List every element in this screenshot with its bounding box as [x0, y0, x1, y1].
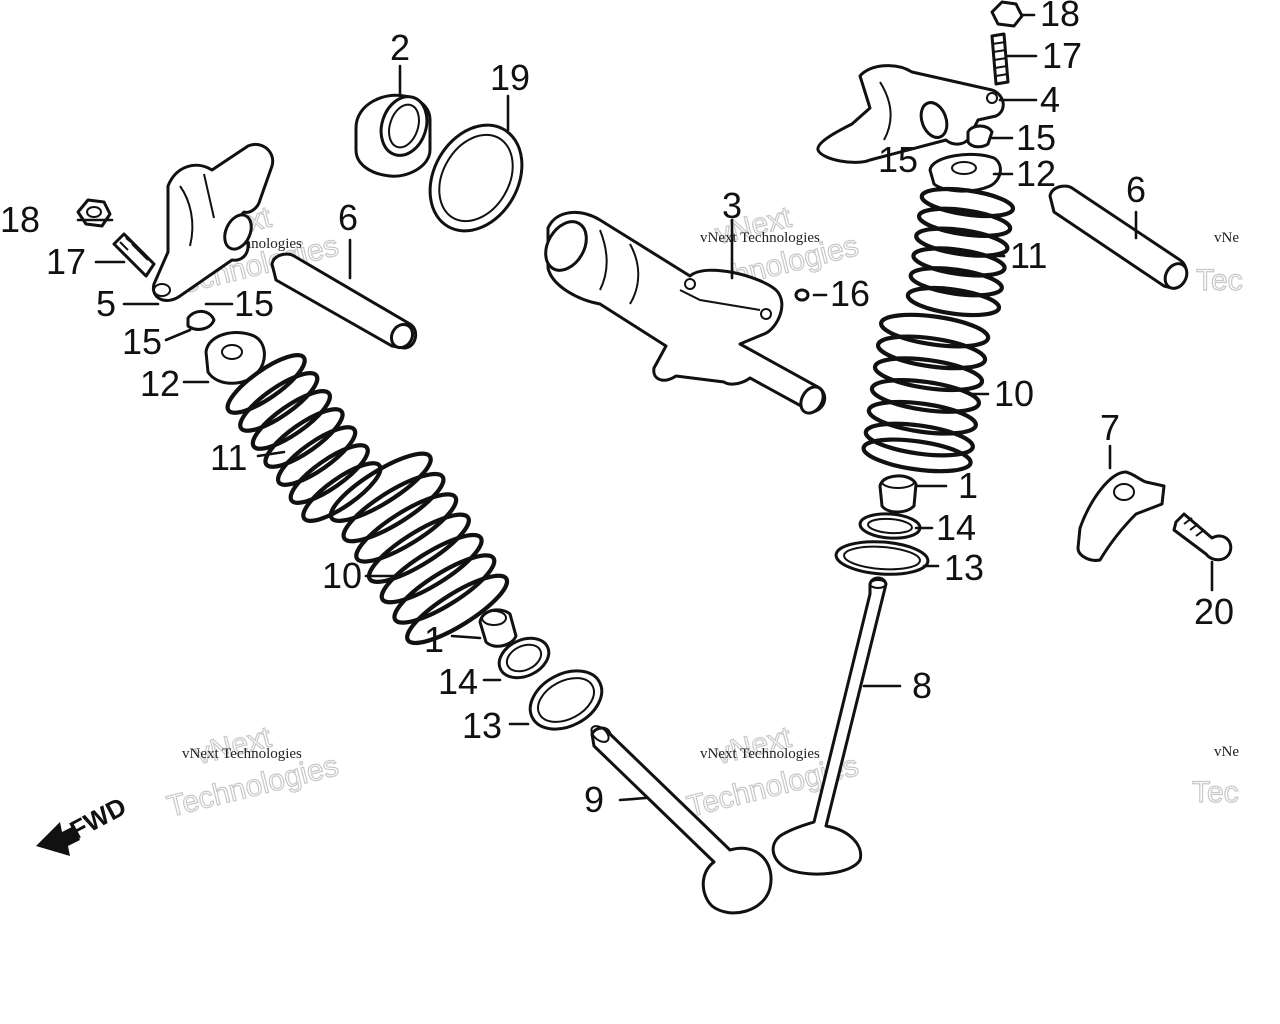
part-spring-seat-left [528, 669, 604, 731]
watermark-bottom-left: vNext Technologies [163, 720, 342, 824]
part-adjusting-screw-right [990, 32, 1010, 86]
callout-3: 3 [722, 185, 742, 226]
watermark-edge-small: vNe [1214, 744, 1239, 760]
callout-15-right-a: 15 [1016, 117, 1056, 158]
watermark-small: vNext Technologies [700, 746, 820, 762]
part-bracket-plate [1076, 470, 1166, 562]
callout-14-left: 14 [438, 661, 478, 702]
callout-16: 16 [830, 273, 870, 314]
part-washer-left [497, 636, 551, 680]
callout-1-right: 1 [958, 465, 978, 506]
callout-2: 2 [390, 27, 410, 68]
callout-11-right: 11 [1010, 235, 1047, 276]
part-stem-seal-right [878, 474, 918, 514]
callout-20: 20 [1194, 591, 1234, 632]
part-outer-spring-right [861, 312, 991, 474]
callout-15-right-b: 15 [878, 139, 918, 180]
part-inner-spring-left [225, 353, 383, 523]
callout-15-left-b: 15 [122, 321, 162, 362]
part-spring-retainer-right [928, 152, 1002, 193]
leader-lines [76, 13, 1214, 802]
fwd-label: FWD [65, 791, 131, 845]
watermark-small: vNext Technologies [700, 230, 820, 246]
callout-5: 5 [96, 283, 116, 324]
watermark-edge-big: Tec [1192, 776, 1239, 809]
callout-15-left-a: 15 [234, 283, 274, 324]
part-dowel-pin [794, 288, 810, 302]
callout-17-right: 17 [1042, 35, 1082, 76]
callout-18-right: 18 [1040, 0, 1080, 34]
part-rocker-shaft-left [270, 252, 418, 350]
forward-direction-indicator: FWD [36, 791, 131, 856]
callout-13-right: 13 [944, 547, 984, 588]
part-valve-cotter-left [186, 310, 216, 331]
callout-8: 8 [912, 665, 932, 706]
callout-1-left: 1 [424, 619, 444, 660]
callout-7: 7 [1100, 407, 1120, 448]
callout-6-right: 6 [1126, 169, 1146, 210]
callout-12-right: 12 [1016, 153, 1056, 194]
callout-labels: 2 19 3 16 18 17 4 15 15 12 6 11 10 1 14 … [0, 0, 1234, 820]
part-adjusting-screw-left [112, 232, 156, 278]
callout-17-left: 17 [46, 241, 86, 282]
part-valve-cotter-right [966, 124, 994, 149]
part-nut-right [990, 0, 1024, 28]
callout-10-right: 10 [994, 373, 1034, 414]
part-nut-left [76, 198, 112, 228]
part-rocker-shaft-right [1048, 184, 1189, 290]
part-bearing [354, 93, 432, 178]
callout-13-left: 13 [462, 705, 502, 746]
part-inner-spring-right [905, 186, 1016, 318]
part-exhaust-valve [590, 725, 773, 915]
part-spring-seat-right [834, 540, 930, 576]
part-intake-valve [771, 576, 888, 876]
callout-14-right: 14 [936, 507, 976, 548]
part-o-ring [428, 123, 524, 233]
callout-10-left: 10 [322, 555, 362, 596]
watermark-small: vNext Technologies [182, 746, 302, 762]
callout-12-left: 12 [140, 363, 180, 404]
callout-4: 4 [1040, 79, 1060, 120]
part-spring-retainer-left [204, 331, 266, 385]
callout-18-left: 18 [0, 199, 40, 240]
watermark-edge-small: vNe [1214, 230, 1239, 246]
part-washer-right [858, 512, 922, 540]
part-stem-seal-left [478, 608, 518, 648]
callout-6-left: 6 [338, 197, 358, 238]
fwd-arrow-icon [36, 822, 80, 856]
callout-9: 9 [584, 779, 604, 820]
watermark-edge-big: Tec [1196, 264, 1243, 297]
part-outer-spring-left [328, 451, 510, 646]
callout-19: 19 [490, 57, 530, 98]
part-bolt [1172, 512, 1233, 562]
part-camshaft [544, 210, 827, 415]
part-rocker-arm-right [816, 64, 1005, 164]
part-rocker-arm-left [151, 143, 275, 302]
callout-11-left: 11 [210, 437, 247, 478]
